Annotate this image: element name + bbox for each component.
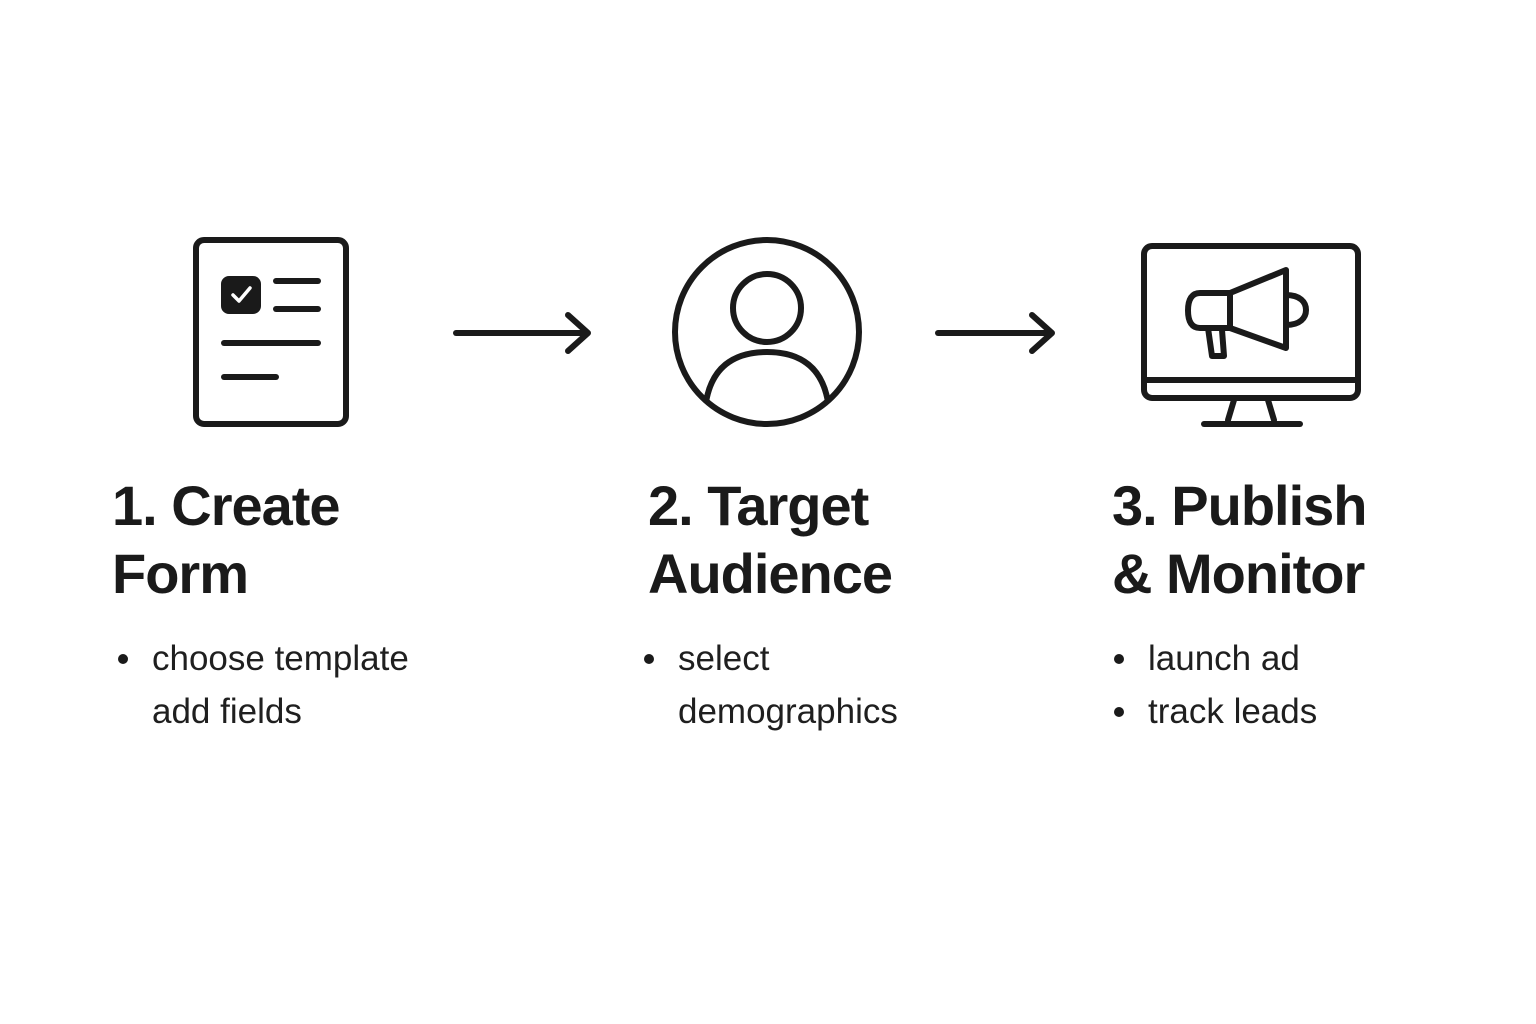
arrow-right-icon [934, 310, 1058, 361]
list-item: add fields [114, 685, 409, 738]
step-2-title-line-1: 2. Target [648, 474, 869, 537]
bullet-dot-icon [118, 654, 128, 664]
list-item: launch ad [1110, 632, 1317, 685]
step-1-bullet-1: choose template [152, 639, 409, 678]
step-3-bullet-2: track leads [1148, 692, 1318, 731]
step-1-title-line-1: 1. Create [112, 474, 341, 537]
step-2-bullet-2: demographics [678, 692, 898, 731]
bullet-dot-icon [1114, 707, 1124, 717]
step-1-title: 1. Create Form [112, 472, 341, 608]
step-3-title: 3. Publish & Monitor [1112, 472, 1367, 608]
form-checklist-icon [190, 234, 354, 430]
step-2-title-line-2: Audience [648, 542, 893, 605]
step-1-bullet-2: add fields [152, 692, 302, 731]
step-1-bullet-list: choose template add fields [114, 632, 409, 738]
step-3-bullet-1: launch ad [1148, 639, 1300, 678]
bullet-dot-icon [1114, 654, 1124, 664]
step-2-title: 2. Target Audience [648, 472, 893, 608]
step-2-bullet-list: select demographics [640, 632, 898, 738]
step-3-title-line-1: 3. Publish [1112, 474, 1367, 537]
arrow-right-icon [452, 310, 594, 361]
step-3-title-line-2: & Monitor [1112, 542, 1365, 605]
step-1-title-line-2: Form [112, 542, 249, 605]
list-item: demographics [640, 685, 898, 738]
list-item: choose template [114, 632, 409, 685]
step-3-bullet-list: launch ad track leads [1110, 632, 1317, 738]
list-item: track leads [1110, 685, 1317, 738]
step-2-bullet-1: select [678, 639, 770, 678]
monitor-megaphone-icon [1138, 240, 1364, 432]
user-profile-icon [669, 234, 865, 430]
list-item: select [640, 632, 898, 685]
bullet-dot-icon [644, 654, 654, 664]
